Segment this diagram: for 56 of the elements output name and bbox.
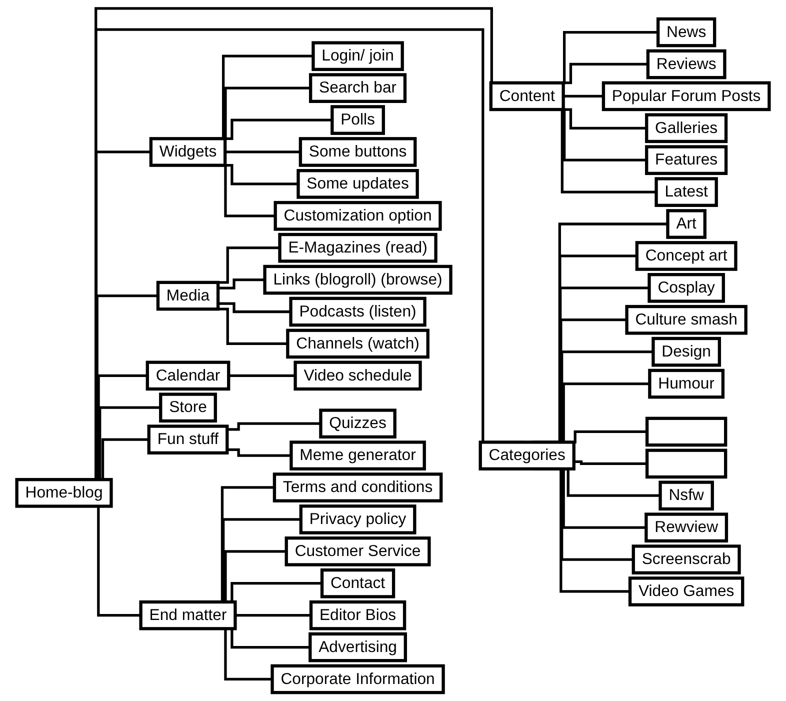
node-box: Some updates bbox=[296, 169, 419, 199]
node-box: Terms and conditions bbox=[272, 472, 443, 502]
node-box: Content bbox=[489, 81, 565, 112]
node-box: Quizzes bbox=[319, 408, 396, 438]
node-box: News bbox=[656, 17, 716, 48]
node-box: Culture smash bbox=[625, 304, 748, 335]
node-box: Design bbox=[652, 336, 722, 367]
node-box: Cosplay bbox=[648, 273, 725, 303]
node-box: Advertising bbox=[308, 632, 407, 662]
node-box: Calendar bbox=[146, 360, 230, 391]
node-box: End matter bbox=[139, 600, 237, 630]
node-box: Links (blogroll) (browse) bbox=[263, 264, 452, 295]
connector bbox=[218, 302, 291, 314]
node-box: Customer Service bbox=[284, 536, 431, 566]
node-box: Some buttons bbox=[298, 137, 417, 167]
connector bbox=[227, 422, 321, 431]
node-box: Video Games bbox=[628, 576, 744, 606]
node-box: Popular Forum Posts bbox=[602, 81, 771, 112]
connector bbox=[235, 614, 311, 617]
node-box: Video schedule bbox=[294, 360, 422, 391]
node-box: Fun stuff bbox=[147, 424, 229, 454]
node-box: Art bbox=[666, 209, 706, 239]
node-box: Reviews bbox=[646, 49, 726, 80]
node-box: Categories bbox=[478, 440, 576, 470]
connector bbox=[218, 278, 265, 290]
node-box: Meme generator bbox=[290, 440, 426, 470]
node-box: Rewview bbox=[644, 512, 728, 542]
node-box bbox=[645, 448, 728, 479]
node-box: Features bbox=[645, 145, 728, 176]
node-box: Latest bbox=[654, 177, 718, 207]
node-box: Channels (watch) bbox=[286, 328, 430, 359]
node-box bbox=[645, 416, 728, 447]
connector bbox=[227, 448, 292, 457]
node-box: Podcasts (listen) bbox=[289, 296, 426, 327]
node-box: Screenscrab bbox=[632, 544, 741, 574]
node-box: Humour bbox=[648, 368, 725, 399]
node-box: Widgets bbox=[149, 137, 227, 167]
node-box: Search bar bbox=[309, 73, 407, 103]
node-box: Home-blog bbox=[15, 478, 113, 508]
connector bbox=[228, 374, 296, 377]
node-box: Media bbox=[156, 280, 220, 311]
node-box: Login/ join bbox=[312, 41, 404, 72]
connector bbox=[225, 150, 300, 154]
connector bbox=[563, 94, 604, 98]
node-box: Concept art bbox=[635, 241, 738, 271]
node-box: Polls bbox=[330, 105, 385, 135]
node-box: Editor Bios bbox=[309, 600, 406, 630]
connector bbox=[574, 460, 648, 465]
node-box: Corporate Information bbox=[270, 664, 445, 694]
node-box: Customization option bbox=[274, 200, 442, 231]
node-box: Nsfw bbox=[658, 480, 714, 511]
node-box: Contact bbox=[320, 568, 396, 598]
node-box: Galleries bbox=[645, 113, 728, 144]
node-box: Store bbox=[159, 392, 217, 423]
node-box: E-Magazines (read) bbox=[278, 232, 438, 263]
node-box: Privacy policy bbox=[299, 504, 416, 534]
